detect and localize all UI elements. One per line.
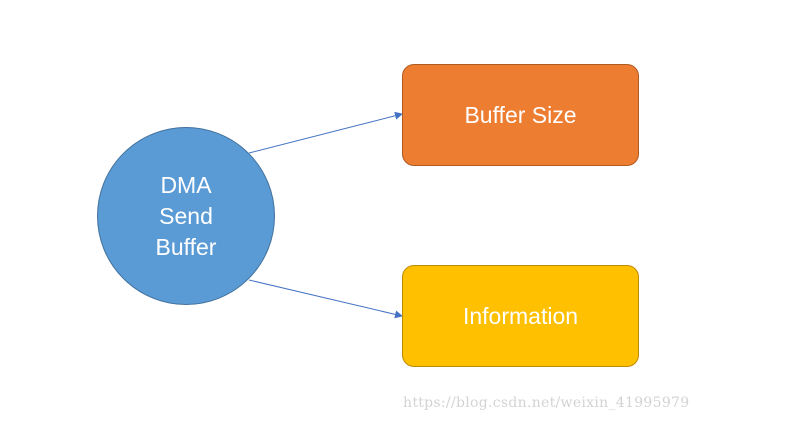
center-node-line-1: DMA xyxy=(160,171,212,198)
center-node-line-2: Send xyxy=(159,202,213,229)
dma-send-buffer-node: DMA Send Buffer xyxy=(97,127,275,305)
center-node-line-3: Buffer xyxy=(155,233,217,260)
information-node: Information xyxy=(402,265,639,367)
buffer-size-label: Buffer Size xyxy=(464,101,577,128)
information-label: Information xyxy=(462,302,579,329)
arrow-to-information xyxy=(248,279,403,319)
watermark-url: https://blog.csdn.net/weixin_41995979 xyxy=(403,395,690,411)
buffer-size-node: Buffer Size xyxy=(402,64,639,166)
arrow-to-buffer-size xyxy=(248,111,403,154)
